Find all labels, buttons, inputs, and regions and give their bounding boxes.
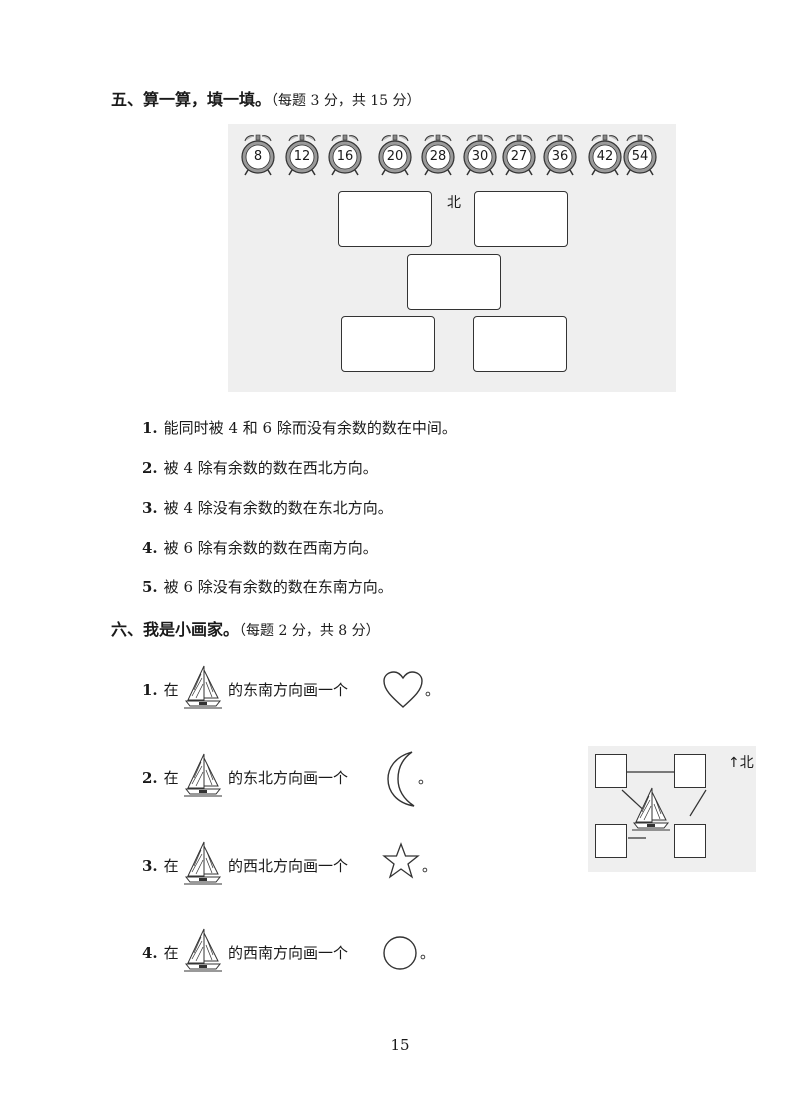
diagram-north-label: ↑北 [728,755,754,771]
clock-number: 16 [336,149,354,164]
question-6-1-number: 1.在 [142,681,179,699]
answer-box-southwest[interactable] [341,316,435,372]
alarm-clock: 20 [376,132,414,176]
question-6-4-text: 的西南方向画一个 [228,944,349,962]
crescent-moon-icon [386,749,418,813]
sailboat-icon [182,664,224,710]
alarm-clock: 54 [621,132,659,176]
alarm-clock: 27 [500,132,538,176]
diagram-box-northeast[interactable] [674,754,706,788]
alarm-clock: 8 [239,132,277,176]
circle-icon [382,935,418,975]
alarm-clock: 28 [419,132,457,176]
question-5-3: 3.被 4 除没有余数的数在东北方向。 [142,499,393,517]
alarm-clock: 36 [541,132,579,176]
alarm-clock-icon [463,134,497,176]
answer-box-center[interactable] [407,254,501,310]
heart-icon [382,670,424,714]
clock-number: 20 [386,149,404,164]
answer-box-northeast[interactable] [474,191,568,247]
sailboat-icon [630,786,672,832]
section-6-score: （每题 2 分，共 8 分） [239,623,380,639]
question-6-2-text: 的东北方向画一个 [228,769,349,787]
clock-number: 12 [293,149,311,164]
question-5-2: 2.被 4 除有余数的数在西北方向。 [142,459,378,477]
section-5-heading: 五、算一算，填一填。（每题 3 分，共 15 分） [111,86,421,110]
section-6-heading: 六、我是小画家。（每题 2 分，共 8 分） [111,616,380,640]
answer-box-southeast[interactable] [473,316,567,372]
alarm-clock: 16 [326,132,364,176]
clock-number: 8 [253,149,263,164]
clock-number: 27 [510,149,528,164]
sailboat-icon [182,927,224,973]
diagram-box-northwest[interactable] [595,754,627,788]
question-5-1: 1.能同时被 4 和 6 除而没有余数的数在中间。 [142,419,457,437]
question-6-2-end: 。 [418,769,434,787]
question-6-3-text: 的西北方向画一个 [228,857,349,875]
alarm-clock-icon [328,134,362,176]
alarm-clock-icon [285,134,319,176]
question-6-3-number: 3.在 [142,857,179,875]
question-6-4-end: 。 [420,944,436,962]
diagram-box-southeast[interactable] [674,824,706,858]
diagram-box-southwest[interactable] [595,824,627,858]
north-label: 北 [447,195,461,211]
star-icon [382,842,420,884]
alarm-clock-icon [241,134,275,176]
sailboat-icon [182,752,224,798]
answer-box-northwest[interactable] [338,191,432,247]
clock-number: 36 [551,149,569,164]
alarm-clock-icon [588,134,622,176]
page-number: 15 [390,1036,410,1054]
alarm-clock-icon [623,134,657,176]
alarm-clock-icon [421,134,455,176]
sailboat-icon [182,840,224,886]
alarm-clock-icon [378,134,412,176]
clock-number: 28 [429,149,447,164]
drawing-diagram [588,746,756,872]
section-6-title: 六、我是小画家。 [111,620,240,639]
question-5-4: 4.被 6 除有余数的数在西南方向。 [142,539,378,557]
question-6-3-end: 。 [422,857,438,875]
section-5-score: （每题 3 分，共 15 分） [271,93,421,109]
question-6-1-end: 。 [425,681,441,699]
alarm-clock: 30 [461,132,499,176]
question-6-4-number: 4.在 [142,944,179,962]
question-5-5: 5.被 6 除没有余数的数在东南方向。 [142,578,393,596]
clock-number: 42 [596,149,614,164]
clock-number: 30 [471,149,489,164]
question-6-1-text: 的东南方向画一个 [228,681,349,699]
clock-number: 54 [631,149,649,164]
alarm-clock: 12 [283,132,321,176]
section-5-title: 五、算一算，填一填。 [111,90,272,109]
alarm-clock-icon [502,134,536,176]
alarm-clock: 42 [586,132,624,176]
question-6-2-number: 2.在 [142,769,179,787]
alarm-clock-icon [543,134,577,176]
